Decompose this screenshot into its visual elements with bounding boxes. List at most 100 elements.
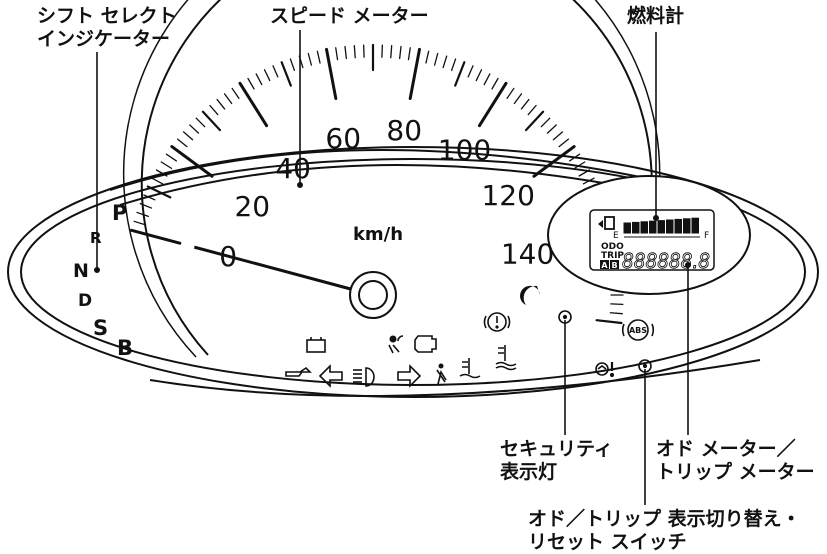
minor-tick	[609, 312, 623, 315]
battery-icon	[306, 337, 326, 353]
coolant-low-temp-icon	[459, 358, 481, 379]
minor-tick	[289, 58, 296, 72]
minor-tick	[353, 45, 356, 59]
fuel-segment	[623, 222, 631, 234]
major-tick	[170, 145, 214, 178]
minor-tick	[513, 93, 523, 105]
fuel-segment	[683, 218, 691, 234]
speed-label-40: 40	[275, 152, 311, 185]
minor-tick	[454, 61, 466, 87]
shift-position-p: P	[112, 201, 127, 225]
minor-tick	[491, 77, 499, 90]
major-tick	[408, 47, 421, 100]
airbag-icon	[388, 335, 404, 354]
fuel-segment	[657, 220, 665, 234]
major-tick	[130, 228, 182, 245]
minor-tick	[136, 211, 150, 218]
major-tick	[238, 81, 269, 128]
speed-label-120: 120	[481, 179, 534, 212]
major-tick	[325, 47, 338, 100]
minor-tick	[307, 52, 313, 66]
minor-tick	[467, 65, 474, 78]
minor-tick	[247, 77, 255, 90]
headlight-high-beam-icon	[353, 367, 375, 387]
minor-tick	[160, 161, 173, 170]
speedometer-callout: スピード メーター	[270, 5, 429, 27]
minor-tick	[155, 169, 168, 177]
minor-tick	[582, 177, 595, 185]
minor-tick	[425, 50, 430, 64]
fuel-empty-label: E	[613, 231, 619, 241]
minor-tick	[433, 52, 439, 66]
fuel-gauge-callout: 燃料計	[627, 5, 685, 27]
minor-tick	[139, 203, 153, 209]
shift-position-b: B	[117, 336, 133, 360]
odometer-digits: 888888.8	[622, 249, 710, 273]
brake-warning-icon	[483, 312, 511, 332]
minor-tick	[209, 104, 219, 116]
odo-trip-meter-callout: オド メーター／ トリップ メーター	[656, 438, 815, 483]
seatbelt-warning-icon	[436, 363, 447, 385]
shift-position-d: D	[78, 291, 92, 311]
speed-label-100: 100	[438, 133, 491, 166]
speedometer-needle	[193, 245, 359, 293]
minor-tick	[201, 110, 222, 132]
speed-label-60: 60	[325, 122, 361, 155]
minor-tick	[578, 169, 591, 177]
fuel-level-bar	[623, 217, 699, 234]
minor-tick	[182, 131, 194, 141]
shift-indicator: P R N D S B	[73, 201, 133, 360]
minor-tick	[407, 47, 411, 61]
speedometer-dial: 020406080100120140 km/h	[122, 0, 661, 358]
minor-tick	[398, 45, 402, 60]
minor-tick	[189, 124, 200, 134]
fuel-segment	[674, 218, 682, 234]
minor-tick	[552, 131, 564, 141]
minor-tick	[133, 220, 147, 226]
minor-tick	[223, 93, 233, 105]
minor-tick	[231, 87, 240, 100]
lcd-display: E F ODO TRIP A B 888888.8	[547, 175, 751, 295]
fuel-segment	[691, 217, 699, 234]
minor-tick	[524, 110, 545, 132]
minor-tick	[195, 117, 206, 128]
fuel-segment	[640, 221, 648, 234]
minor-tick	[546, 124, 557, 134]
shift-position-s: S	[93, 316, 108, 340]
minor-tick	[506, 87, 515, 100]
minor-tick	[143, 194, 156, 201]
minor-tick	[595, 319, 623, 325]
trip-a-label: A	[601, 261, 608, 270]
minor-tick	[450, 58, 457, 72]
minor-tick	[527, 104, 537, 116]
odo-mode-label: ODO	[601, 242, 624, 252]
leader-lines	[94, 30, 691, 505]
shift-position-r: R	[90, 229, 102, 247]
speed-label-20: 20	[234, 190, 270, 223]
minor-tick	[442, 55, 448, 69]
speed-label-80: 80	[386, 114, 422, 147]
fuel-pump-icon	[598, 216, 615, 230]
speed-unit-label: km/h	[353, 224, 403, 245]
eco-indicator-icon: eco	[520, 285, 540, 305]
fuel-segment	[666, 219, 674, 234]
minor-tick	[280, 61, 292, 87]
abs-warning-icon: ABS	[621, 319, 655, 341]
speed-label-140: 140	[501, 238, 554, 271]
odo-trip-switch-callout: オド／トリップ 表示切り替え・ リセット スイッチ	[528, 508, 801, 553]
fuel-full-label: F	[704, 231, 709, 241]
minor-tick	[483, 73, 491, 86]
minor-tick	[146, 185, 172, 199]
master-warning-icon	[595, 362, 615, 378]
minor-tick	[216, 98, 226, 110]
fuel-segment	[632, 221, 640, 234]
needle-hub-inner	[358, 280, 388, 310]
minor-tick	[540, 117, 551, 128]
major-tick	[477, 81, 508, 128]
shift-indicator-callout: シフト セレクト インジケーター	[37, 5, 177, 50]
speed-tick-labels: 020406080100120140	[219, 114, 554, 273]
minor-tick	[151, 177, 164, 185]
minor-tick	[390, 45, 393, 59]
minor-tick	[558, 138, 570, 148]
minor-tick	[573, 161, 586, 170]
